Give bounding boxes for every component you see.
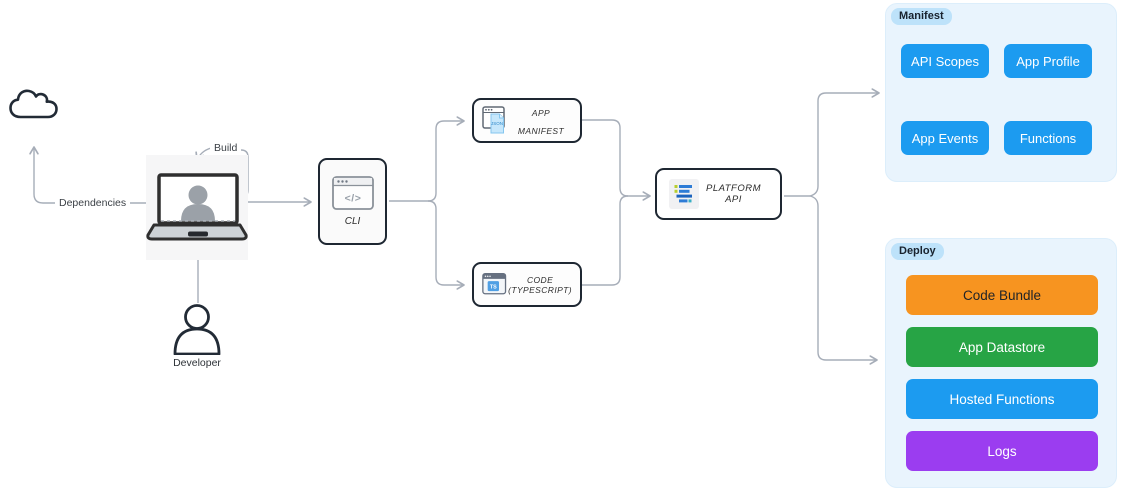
manifest-panel-badge: Manifest <box>891 8 952 25</box>
connector-cli-to-code <box>427 200 465 290</box>
button-hosted-functions[interactable]: Hosted Functions <box>906 379 1098 419</box>
cloud-icon <box>9 89 58 119</box>
ts-badge: TS <box>490 284 497 290</box>
platform-api-label: PLATFORM API <box>705 183 762 205</box>
developer-label: Developer <box>173 357 221 369</box>
code-glyph: </> <box>344 193 361 205</box>
cli-label: CLI <box>344 216 361 227</box>
connector-code-to-platform-api <box>582 195 629 286</box>
button-app-events[interactable]: App Events <box>901 121 989 155</box>
connector-app-manifest-to-platform-api <box>582 119 651 201</box>
connector-cli-to-app-manifest <box>389 116 465 202</box>
app-manifest-label: APP MANIFEST <box>517 107 565 136</box>
button-functions[interactable]: Functions <box>1004 121 1092 155</box>
app-manifest-node: JSON APP MANIFEST <box>472 98 582 143</box>
code-label-line1: CODE <box>526 274 554 285</box>
platform-api-logo-icon <box>669 179 699 209</box>
dependencies-label: Dependencies <box>55 196 131 210</box>
json-label: JSON <box>491 121 503 126</box>
button-code-bundle[interactable]: Code Bundle <box>906 275 1098 315</box>
manifest-panel: Manifest API Scopes App Profile App Even… <box>885 3 1117 182</box>
connector-platform-api-to-manifest-panel <box>809 88 880 197</box>
laptop-icon <box>146 173 248 241</box>
connector-dependencies-to-cloud <box>29 146 148 204</box>
typescript-window-icon: TS <box>482 272 507 294</box>
cli-node: </> CLI <box>318 158 387 245</box>
code-label-line2: (TYPESCRIPT) <box>508 284 572 295</box>
button-api-scopes[interactable]: API Scopes <box>901 44 989 78</box>
terminal-icon: </> <box>331 176 374 210</box>
button-app-datastore[interactable]: App Datastore <box>906 327 1098 367</box>
platform-api-node: PLATFORM API <box>655 168 782 220</box>
button-app-profile[interactable]: App Profile <box>1004 44 1092 78</box>
json-file-icon: JSON <box>482 105 505 133</box>
button-logs[interactable]: Logs <box>906 431 1098 471</box>
deploy-panel-badge: Deploy <box>891 243 944 260</box>
connector-platform-api-to-deploy-panel <box>809 195 878 365</box>
build-label: Build <box>210 141 242 155</box>
deploy-panel: Deploy Code Bundle App Datastore Hosted … <box>885 238 1117 488</box>
developer-icon <box>173 304 221 355</box>
code-node: TS CODE (TYPESCRIPT) <box>472 262 582 307</box>
